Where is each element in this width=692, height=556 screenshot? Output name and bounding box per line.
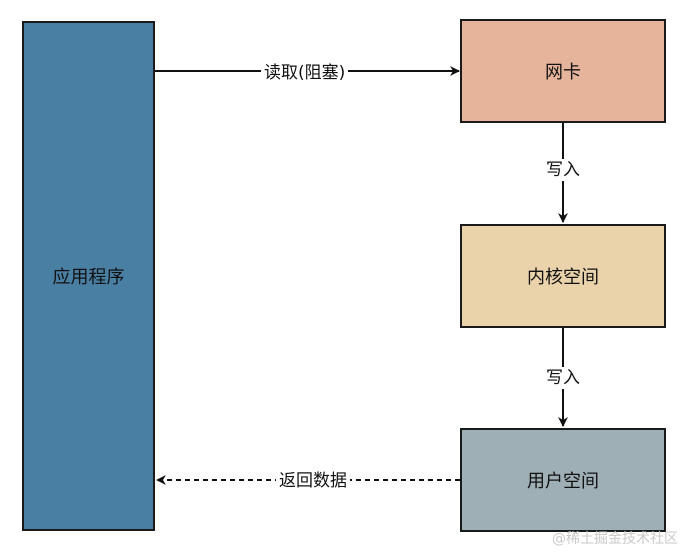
read-edge-label: 读取(阻塞) <box>261 62 349 84</box>
return-edge-label: 返回数据 <box>276 470 350 492</box>
nic-node-label: 网卡 <box>545 62 581 83</box>
app-node: 应用程序 <box>22 21 155 531</box>
user-space-node: 用户空间 <box>460 428 666 532</box>
user-space-node-label: 用户空间 <box>527 471 599 492</box>
write-edge-label-1: 写入 <box>543 159 583 181</box>
write-edge-label-2: 写入 <box>543 367 583 389</box>
app-node-label: 应用程序 <box>52 267 125 288</box>
kernel-space-node-label: 内核空间 <box>527 267 599 288</box>
kernel-space-node: 内核空间 <box>460 224 666 328</box>
watermark: @稀土掘金技术社区 <box>552 531 678 547</box>
nic-node: 网卡 <box>460 19 666 123</box>
